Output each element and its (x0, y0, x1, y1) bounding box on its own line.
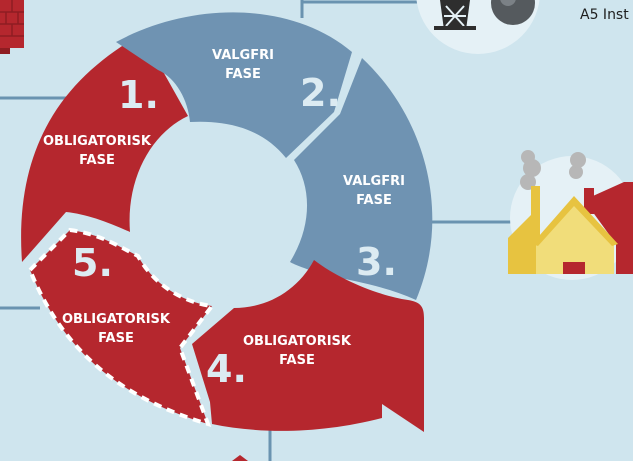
cycle-center (134, 128, 302, 296)
phase-4-label-line1: OBLIGATORISK (243, 334, 352, 349)
phase-1-label-line1: OBLIGATORISK (43, 134, 152, 149)
phase-5-segment (27, 227, 216, 428)
power-plant-icon (416, 0, 540, 54)
house-icon (508, 150, 633, 280)
phase-2-label-line1: VALGFRI (212, 48, 274, 63)
phase-4-segment (192, 260, 424, 432)
corner-text: A5 Inst (580, 7, 629, 23)
phase-3-segment (290, 58, 433, 300)
phase-2-number: 2. (300, 71, 341, 115)
phase-1-number: 1. (118, 73, 159, 117)
phase-1-label-line2: FASE (79, 153, 115, 168)
phase-2-segment (116, 12, 352, 158)
phase-5-label-line1: OBLIGATORISK (62, 312, 171, 327)
phase-5-number: 5. (72, 241, 113, 285)
phase-3-label-line1: VALGFRI (343, 174, 405, 189)
phase-1-segment (21, 34, 189, 262)
phase-5-label-line2: FASE (98, 331, 134, 346)
phase-3-label-line2: FASE (356, 193, 392, 208)
phase-3-number: 3. (356, 240, 397, 284)
phase-2-label-line2: FASE (225, 67, 261, 82)
phase-4-label-line2: FASE (279, 353, 315, 368)
phase-4-number: 4. (206, 347, 247, 391)
bottom-arrow-tip (232, 455, 248, 461)
smoke-icon (520, 150, 586, 190)
brick-chimney-icon (0, 0, 24, 54)
